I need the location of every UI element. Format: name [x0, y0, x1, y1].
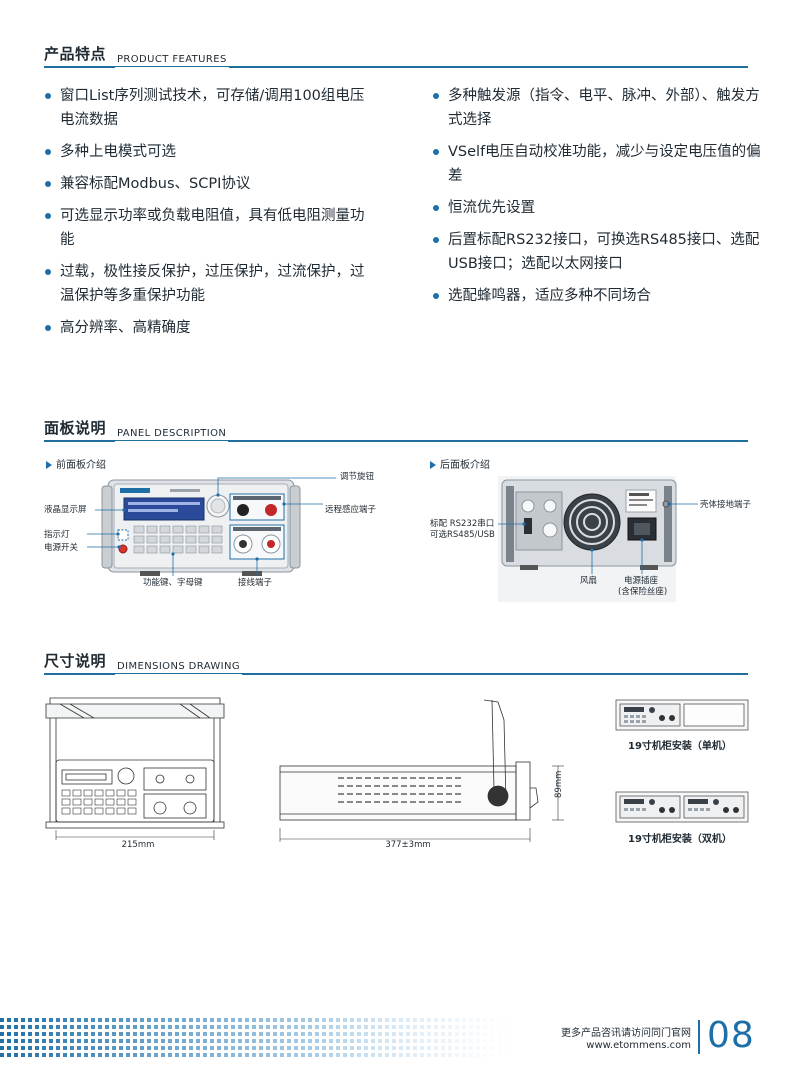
bullet-icon: [433, 293, 439, 299]
feature-item: 后置标配RS232接口，可换选RS485接口、选配USB接口；选配以太网接口: [432, 228, 762, 276]
features-list-right: 多种触发源（指令、电平、脉冲、外部）、触发方式选择 VSelf电压自动校准功能，…: [432, 84, 762, 316]
feature-item: 选配蜂鸣器，适应多种不同场合: [432, 284, 762, 308]
features-title-en: PRODUCT FEATURES: [115, 54, 229, 69]
feature-item: 窗口List序列测试技术，可存储/调用100组电压电流数据: [44, 84, 374, 132]
rack-single-illustration: [615, 699, 749, 731]
bullet-icon: [433, 93, 439, 99]
footer-dot-pattern: [0, 1018, 520, 1058]
triangle-icon: [430, 461, 436, 469]
bullet-icon: [45, 93, 51, 99]
features-list-left: 窗口List序列测试技术，可存储/调用100组电压电流数据 多种上电模式可选 兼…: [44, 84, 374, 348]
dimensions-title-en: DIMENSIONS DRAWING: [114, 661, 243, 676]
dimensions-header: 尺寸说明 DIMENSIONS DRAWING: [44, 651, 748, 676]
footer-website[interactable]: www.etommens.com: [586, 1040, 691, 1051]
label-power-switch: 电源开关: [44, 543, 79, 553]
side-dimension-drawing: [279, 699, 564, 842]
bullet-icon: [433, 237, 439, 243]
features-header: 产品特点 PRODUCT FEATURES: [44, 44, 748, 69]
feature-item: 高分辨率、高精确度: [44, 316, 374, 340]
feature-item: 兼容标配Modbus、SCPI协议: [44, 172, 374, 196]
bullet-icon: [45, 325, 51, 331]
rack-double-caption: 19寸机柜安装（双机）: [628, 834, 732, 845]
dimension-width-label: 215mm: [121, 840, 155, 850]
features-title: 产品特点: [44, 45, 107, 63]
dimension-depth-label: 377±3mm: [385, 840, 431, 850]
dimensions-title: 尺寸说明: [44, 652, 107, 670]
label-lcd: 液晶显示屏: [44, 505, 87, 515]
bullet-icon: [45, 269, 51, 275]
feature-item: VSelf电压自动校准功能，减少与设定电压值的偏差: [432, 140, 762, 188]
triangle-icon: [46, 461, 52, 469]
label-fan: 风扇: [580, 576, 598, 586]
label-rs232-line2: 可选RS485/USB: [430, 530, 495, 540]
label-terminals: 接线端子: [238, 578, 273, 588]
footer-line1: 更多产品咨讯请访问同门官网: [561, 1028, 691, 1039]
front-panel-subtitle: 前面板介绍: [46, 456, 106, 471]
dimension-height-label: 89mm: [554, 770, 564, 798]
page-number: 08: [707, 1015, 755, 1056]
bullet-icon: [45, 181, 51, 187]
front-panel-illustration: [87, 477, 336, 576]
feature-item: 可选显示功率或负载电阻值，具有低电阻测量功能: [44, 204, 374, 252]
bullet-icon: [433, 205, 439, 211]
rack-single-caption: 19寸机柜安装（单机）: [628, 741, 732, 752]
label-function-keys: 功能键、字母键: [143, 578, 203, 588]
feature-item: 多种上电模式可选: [44, 140, 374, 164]
rear-panel-subtitle: 后面板介绍: [430, 456, 490, 471]
rack-double-illustration: [615, 791, 749, 823]
label-power-socket: 电源插座: [624, 576, 659, 586]
label-ground-terminal: 壳体接地端子: [700, 500, 752, 510]
label-remote-sense: 远程感应端子: [325, 505, 377, 515]
label-fuse-holder: (含保险丝座): [618, 587, 668, 597]
bullet-icon: [433, 149, 439, 155]
bullet-icon: [45, 149, 51, 155]
feature-item: 恒流优先设置: [432, 196, 762, 220]
feature-item: 多种触发源（指令、电平、脉冲、外部）、触发方式选择: [432, 84, 762, 132]
panel-title: 面板说明: [44, 419, 107, 437]
rear-panel-illustration: [498, 476, 698, 602]
bullet-icon: [45, 213, 51, 219]
panel-title-en: PANEL DESCRIPTION: [114, 428, 229, 443]
page-divider: [698, 1020, 700, 1054]
panel-header: 面板说明 PANEL DESCRIPTION: [44, 418, 748, 443]
feature-item: 过载，极性接反保护，过压保护，过流保护，过温保护等多重保护功能: [44, 260, 374, 308]
front-dimension-drawing: [45, 697, 225, 840]
label-indicator: 指示灯: [44, 530, 70, 540]
label-rs232-line1: 标配 RS232串口: [430, 519, 495, 529]
label-knob: 调节旋钮: [340, 472, 375, 482]
